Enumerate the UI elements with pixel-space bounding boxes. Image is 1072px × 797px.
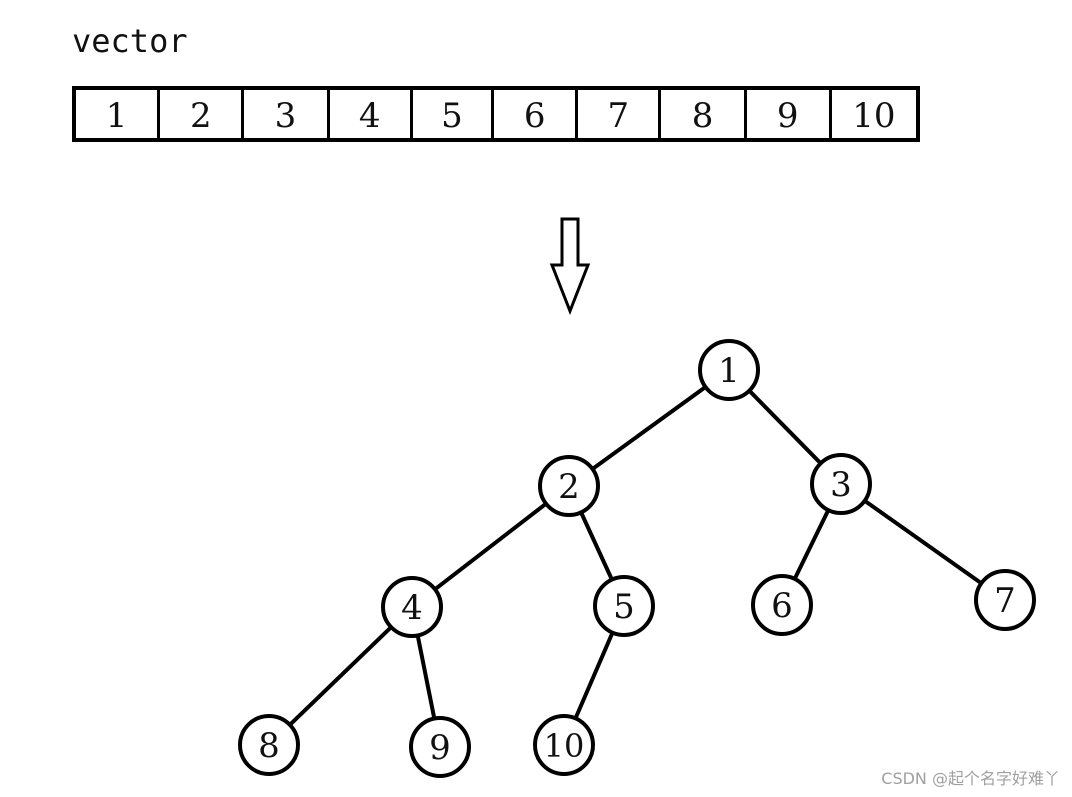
- tree-node-circle: [533, 714, 595, 776]
- array-cell: 2: [160, 90, 245, 138]
- tree-edge: [573, 631, 615, 720]
- watermark: CSDN @起个名字好难丫: [881, 769, 1060, 788]
- tree-node: 6: [751, 574, 813, 636]
- tree-node-circle: [810, 453, 872, 515]
- tree-node-circle: [409, 716, 471, 778]
- tree-node: 1: [698, 339, 760, 401]
- array-cell: 6: [494, 90, 579, 138]
- tree-node: 9: [409, 716, 471, 778]
- tree-node-label: 5: [613, 587, 635, 627]
- array-cell: 9: [747, 90, 832, 138]
- array-cell: 5: [413, 90, 495, 138]
- tree-edge: [591, 385, 707, 471]
- array-cell: 3: [244, 90, 330, 138]
- array-cell: 10: [852, 96, 896, 136]
- vector-array: 1 2 3 4 5 6 7 8 9 10: [72, 86, 920, 142]
- tree-node-label: 7: [994, 581, 1016, 621]
- array-cell: 7: [578, 90, 662, 138]
- tree-node-label: 8: [258, 726, 280, 766]
- tree-node: 2: [538, 455, 600, 517]
- tree-edges: [288, 385, 983, 727]
- tree-node-circle: [698, 339, 760, 401]
- tree-node-label: 6: [771, 586, 793, 626]
- tree-edge: [863, 499, 983, 585]
- tree-node: 7: [974, 569, 1036, 631]
- tree-node: 3: [810, 453, 872, 515]
- tree-node: 10: [533, 714, 595, 776]
- tree-node-label: 2: [558, 467, 580, 507]
- array-cell: 8: [661, 90, 747, 138]
- tree-node: 8: [238, 714, 300, 776]
- tree-node-label: 9: [429, 728, 451, 768]
- down-arrow-icon: [549, 217, 591, 316]
- tree-node: 5: [593, 575, 655, 637]
- tree-node-circle: [593, 575, 655, 637]
- tree-node-circle: [974, 569, 1036, 631]
- tree-nodes: 1 2 3 4 5 6 7 8 9 10: [238, 339, 1036, 778]
- tree-edge: [579, 511, 614, 581]
- tree-edge: [433, 502, 548, 591]
- tree-edge: [792, 509, 831, 580]
- tree-node: 4: [381, 576, 443, 638]
- array-cell: 1: [76, 90, 161, 138]
- vector-title: vector: [72, 22, 188, 60]
- array-cell: 4: [330, 90, 413, 138]
- tree-edge: [288, 625, 393, 727]
- tree-node-circle: [751, 574, 813, 636]
- tree-edge: [415, 635, 437, 719]
- tree-edge: [747, 389, 823, 465]
- tree-node-circle: [238, 714, 300, 776]
- tree-node-label: 4: [401, 588, 423, 628]
- tree-node-circle: [381, 576, 443, 638]
- tree-node-label: 3: [830, 465, 852, 505]
- tree-node-circle: [538, 455, 600, 517]
- tree-node-label: 1: [718, 351, 740, 391]
- tree-node-label: 10: [544, 727, 585, 765]
